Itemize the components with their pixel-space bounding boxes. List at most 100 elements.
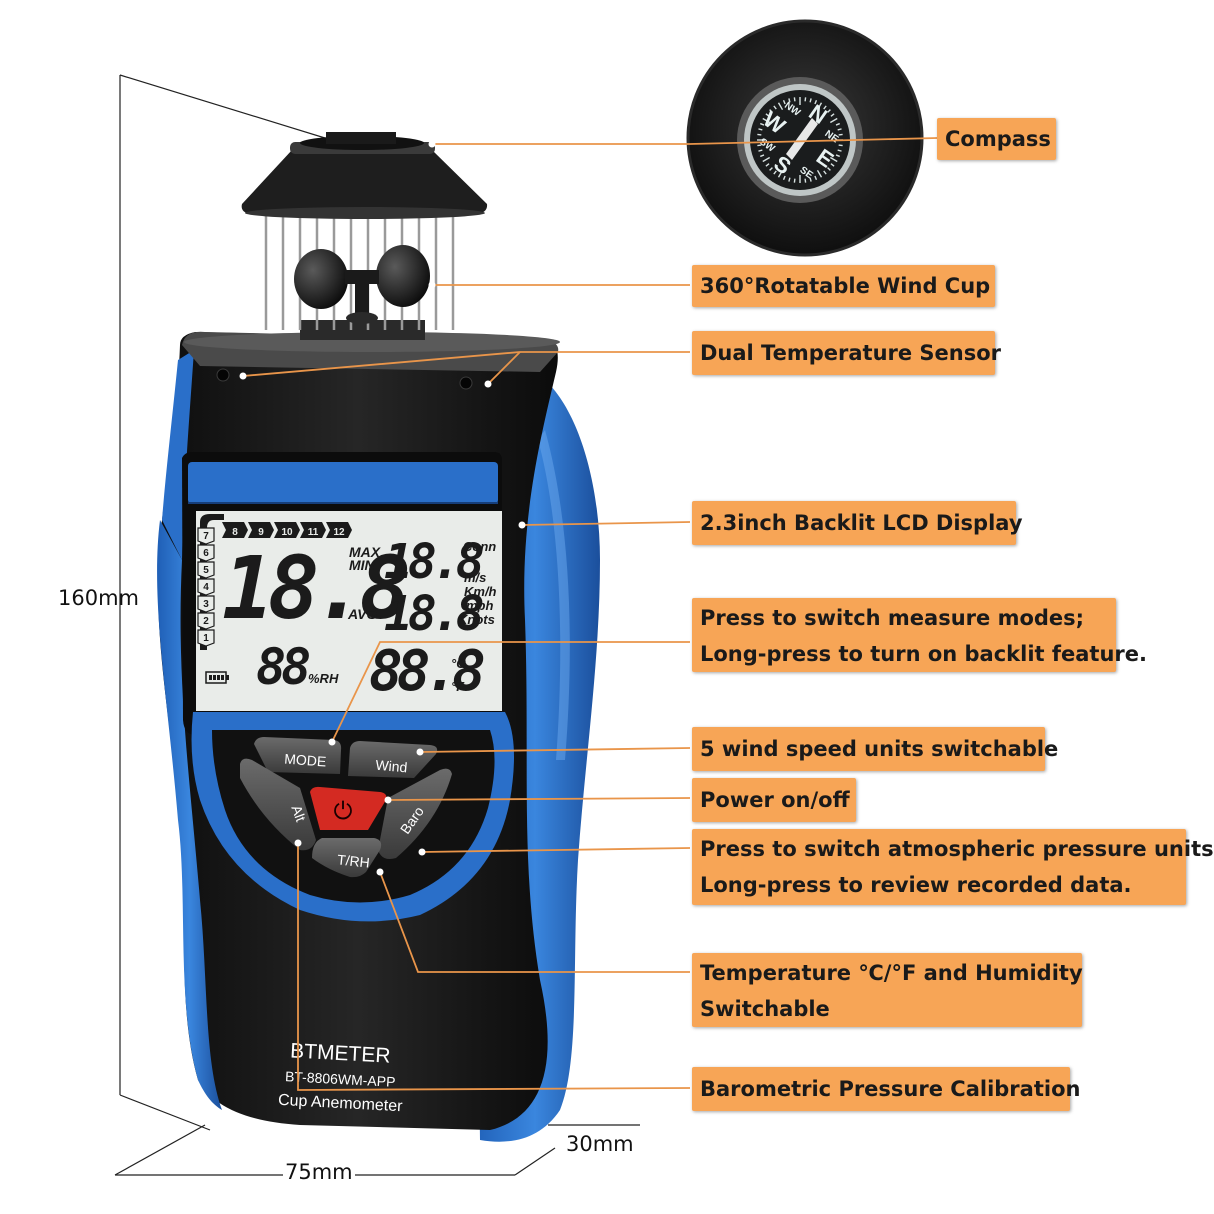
keypad: MODE Wind Alt Baro ⏻ T/RH <box>240 737 452 878</box>
compass-tick <box>762 156 771 163</box>
compass-tick <box>809 98 812 103</box>
lcd-bar-segment <box>197 561 215 579</box>
baro-key[interactable]: Baro <box>378 768 452 859</box>
lcd-bar-segment <box>197 527 215 545</box>
wind-cup-assembly <box>241 132 488 340</box>
compass-tick <box>830 113 835 117</box>
lcd-bar-label: 1 <box>203 633 209 644</box>
product-name: Cup Anemometer <box>278 1092 404 1116</box>
compass-needle-icon <box>786 118 818 160</box>
lcd-bar-segment <box>197 629 215 647</box>
lcd-humidity-reading: 88 <box>256 638 309 696</box>
compass-tick <box>838 144 843 147</box>
callout-compass-text: Compass <box>945 127 1051 151</box>
callout-baro-line1: Press to switch atmospheric pressure uni… <box>700 837 1214 861</box>
callout-power-text: Power on/off <box>700 788 850 812</box>
compass-tick <box>835 154 840 158</box>
alt-key[interactable]: Alt <box>240 758 316 851</box>
compass-tick <box>827 109 831 113</box>
lcd-unit-label: mph <box>466 598 494 613</box>
alt-key-label: Alt <box>288 803 309 824</box>
battery-icon <box>205 671 229 684</box>
compass-tick <box>793 178 796 183</box>
callout-lcd: 2.3inch Backlit LCD Display <box>692 501 1023 545</box>
dimension-height: 160mm <box>58 586 139 610</box>
compass-tick <box>777 102 784 111</box>
mode-key[interactable]: MODE <box>254 737 342 774</box>
compass-tick <box>782 100 786 105</box>
compass-tick <box>769 109 773 113</box>
compass-tick <box>804 97 807 102</box>
lcd-bar-segment <box>197 595 215 613</box>
compass-tick <box>827 167 831 171</box>
lcd-bar-segment <box>222 522 248 538</box>
temp-sensor-right <box>459 376 473 390</box>
mode-key-label: MODE <box>284 751 327 770</box>
lcd-unit-label: Km/h <box>464 584 497 599</box>
callout-power: Power on/off <box>692 778 856 822</box>
compass-tick <box>816 169 823 178</box>
lcd-conn-label: Conn <box>463 539 496 554</box>
brand-name: BTMETER <box>290 1039 391 1067</box>
lcd-bar-label: 10 <box>281 527 293 538</box>
lcd-humidity-unit: %RH <box>308 671 339 686</box>
compass-tick <box>757 144 762 147</box>
dimension-width: 75mm <box>283 1160 355 1184</box>
lcd-bar-label: 7 <box>203 531 209 542</box>
compass-tick <box>777 169 784 178</box>
callout-baro-line2: Long-press to review recorded data. <box>700 873 1132 897</box>
power-key[interactable]: ⏻ <box>310 786 387 830</box>
lcd-bar-label: 12 <box>333 527 345 538</box>
trh-key[interactable]: T/RH <box>312 838 382 878</box>
leader-lines <box>242 137 938 1091</box>
compass-tick <box>816 102 823 111</box>
lcd-temp-unit-c: °C <box>451 656 466 671</box>
lcd-maxmin-reading: 18.8 <box>384 534 483 590</box>
wind-key-label: Wind <box>375 757 408 776</box>
callout-mode-line2: Long-press to turn on backlit feature. <box>700 642 1147 666</box>
lcd-main-reading: 18.8 <box>222 539 407 639</box>
lcd-temp-reading: 88.8 <box>369 639 484 704</box>
lcd-bar-segment <box>300 522 326 538</box>
lcd-bar-label: 4 <box>203 582 209 593</box>
compass-tick <box>838 133 843 136</box>
callout-lcd-text: 2.3inch Backlit LCD Display <box>700 511 1023 535</box>
compass-tick <box>760 122 765 126</box>
callout-calibration: Barometric Pressure Calibration <box>692 1067 1080 1111</box>
lcd-avg-reading: 18.8 <box>384 586 483 642</box>
lcd-screen <box>196 511 502 711</box>
compass-tick <box>837 149 842 152</box>
lcd-unit-label: m/s <box>464 570 486 585</box>
callout-calibration-text: Barometric Pressure Calibration <box>700 1077 1081 1101</box>
compass-tick <box>757 133 762 136</box>
compass-tick <box>788 98 791 103</box>
compass-tick <box>758 128 763 131</box>
compass-tick <box>829 117 838 124</box>
compass-tick <box>762 117 771 124</box>
dimension-depth: 30mm <box>566 1132 634 1156</box>
compass-inset: N S E W NE NW SE SW <box>686 19 924 257</box>
callout-compass: Compass <box>937 118 1056 160</box>
compass-tick <box>823 170 827 175</box>
callout-wind-units-text: 5 wind speed units switchable <box>700 737 1059 761</box>
lcd-bar-segment <box>248 522 274 538</box>
temp-sensor-left <box>216 368 230 382</box>
lcd-bar-segment <box>197 578 215 596</box>
callout-wind-cup-text: 360°Rotatable Wind Cup <box>700 274 991 298</box>
compass-tick <box>809 177 812 182</box>
compass-tick <box>765 163 770 167</box>
lcd-unit-label: Knots <box>458 612 495 627</box>
compass-tick <box>804 178 807 183</box>
lcd-bar-label: 9 <box>258 527 264 538</box>
lcd-avg-label: AVG <box>347 606 377 622</box>
callout-wind-cup: 360°Rotatable Wind Cup <box>692 265 995 307</box>
lcd-max-label: MAX <box>349 544 382 560</box>
callout-temp-sensor: Dual Temperature Sensor <box>692 331 1001 375</box>
callout-temp-sensor-text: Dual Temperature Sensor <box>700 341 1002 365</box>
leader-dots <box>239 140 526 876</box>
lcd-bar-label: 2 <box>203 616 209 627</box>
wind-key[interactable]: Wind <box>348 741 438 778</box>
lcd-bar-segment <box>197 612 215 630</box>
compass-tick <box>782 175 786 180</box>
